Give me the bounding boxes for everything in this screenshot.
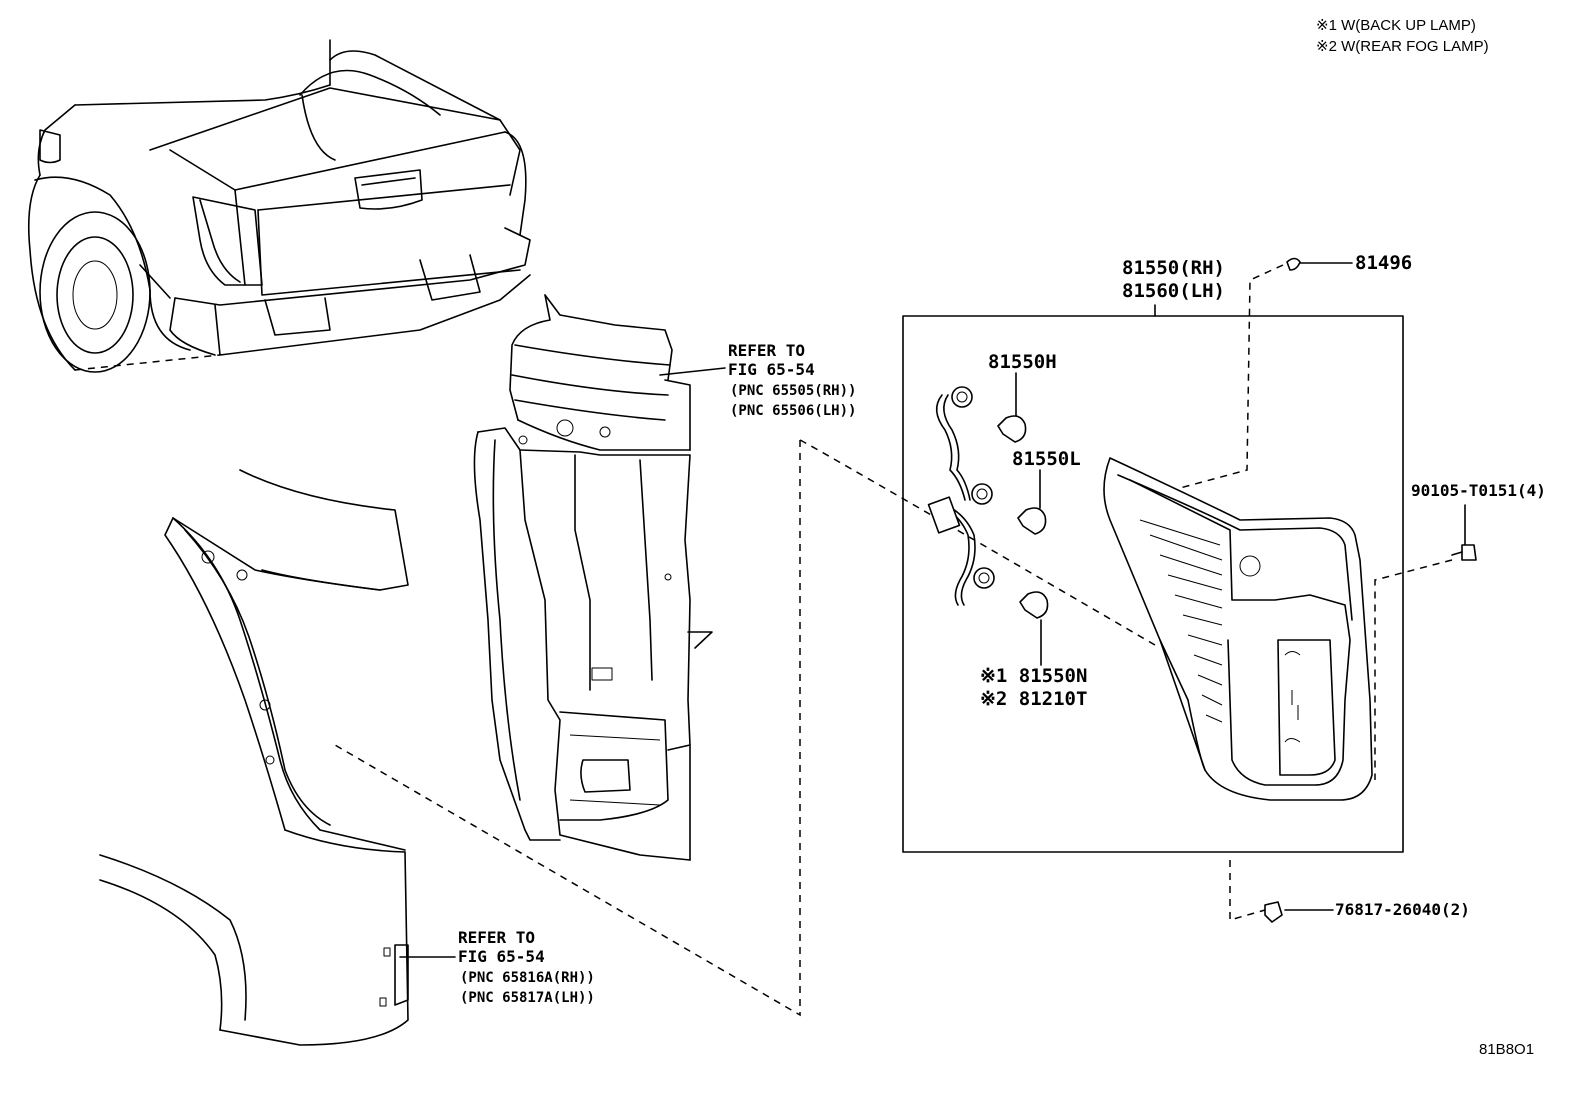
note-back-up-lamp: ※1 W(BACK UP LAMP) [1316,17,1476,34]
pickup-truck-rear-icon [27,39,531,373]
refer-lower-pnc-lh: (PNC 65817A(LH)) [460,990,595,1006]
refer-lower-line2[interactable]: FIG 65-54 [458,947,545,966]
refer-upper-line2[interactable]: FIG 65-54 [728,360,815,379]
socket-wiring-icon [927,386,995,606]
screw-icon [1451,544,1477,561]
part-81550n[interactable]: ※1 81550N [980,665,1088,687]
figure-code: 81B8O1 [1479,1041,1535,1058]
refer-upper-line1[interactable]: REFER TO [728,341,806,360]
part-81496[interactable]: 81496 [1355,252,1413,274]
refer-lower-pnc-rh: (PNC 65816A(RH)) [460,970,595,986]
refer-upper-pnc-lh: (PNC 65506(LH)) [730,403,857,419]
part-81560-lh[interactable]: 81560(LH) [1122,280,1225,302]
refer-lower-line1[interactable]: REFER TO [458,928,536,947]
part-81550l[interactable]: 81550L [1012,448,1081,470]
part-81210t[interactable]: ※2 81210T [980,688,1088,710]
refer-upper-pnc-rh: (PNC 65505(RH)) [730,383,857,399]
part-76817-26040[interactable]: 76817-26040(2) [1335,900,1470,919]
clip-icon [1264,257,1301,923]
inner-panel-icon [473,294,713,861]
bulb-icon [997,372,1049,666]
part-81550h[interactable]: 81550H [988,351,1057,373]
part-81550-rh[interactable]: 81550(RH) [1122,257,1225,279]
tail-lamp-icon [1103,457,1373,801]
quarter-panel-icon [99,469,409,1046]
note-rear-fog-lamp: ※2 W(REAR FOG LAMP) [1316,38,1489,55]
part-90105-t0151[interactable]: 90105-T0151(4) [1411,481,1546,500]
